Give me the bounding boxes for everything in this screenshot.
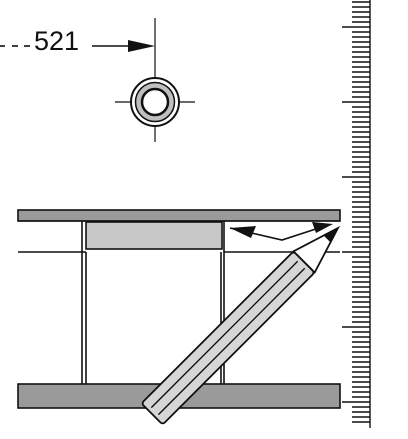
dimension-arrowhead	[128, 40, 155, 52]
hole-target-icon	[115, 74, 195, 142]
pencil-icon	[141, 225, 341, 425]
pointer-arrow	[229, 222, 333, 241]
dimension-value: 521	[34, 26, 80, 56]
drill-zone-panel	[85, 221, 223, 250]
ruler-scale	[342, 0, 371, 428]
top-rail	[17, 209, 341, 222]
dimension-line	[0, 18, 156, 74]
